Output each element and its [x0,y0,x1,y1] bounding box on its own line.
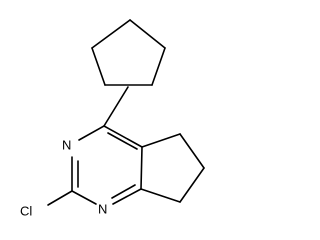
pyrimidine-ring [71,125,143,205]
fused-cyclopentane-ring [140,133,205,203]
bond-c4a-c5 [141,133,181,148]
atom-label-n-upper: N [62,137,71,152]
bond-cyclopentyl-to-c4 [103,86,129,127]
bond-cp-5 [91,47,106,86]
bond-c7a-n1-double [111,184,136,199]
bond-n1-c2 [71,190,97,205]
bond-cp-2 [129,19,166,49]
bond-c4-c4a [103,125,143,148]
atom-label-chlorine: Cl [20,203,32,218]
bond-c4a-c7a [140,146,143,190]
bond-cp-3 [151,47,166,86]
chemical-structure-diagram: N N Cl [20,19,205,218]
bond-n3-c4 [78,125,105,141]
bond-c2-cl [47,190,73,206]
cyclopentyl-ring [91,19,166,86]
bond-c6-c7 [179,167,205,203]
bond-c5-c6 [179,133,205,169]
bond-c7a-n1 [112,188,142,205]
atom-label-n-lower: N [98,201,107,216]
bond-cp-1 [91,19,131,49]
bond-c4-c4a-double [107,132,138,150]
bond-c7-c7a [140,188,181,203]
